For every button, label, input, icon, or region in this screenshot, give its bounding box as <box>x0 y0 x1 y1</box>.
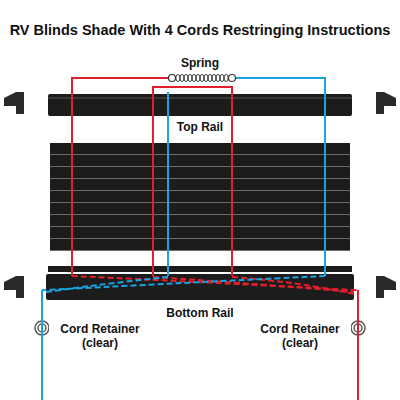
part-label: Bottom Rail <box>163 306 236 320</box>
part-label: Cord Retainer (clear) <box>249 322 351 351</box>
pleated-fabric <box>50 143 350 251</box>
page-title: RV Blinds Shade With 4 Cords Restringing… <box>10 22 391 39</box>
cords <box>42 78 358 400</box>
part-label: Spring <box>178 56 222 70</box>
spring-winding <box>224 75 228 82</box>
bottom-pleat <box>48 266 352 272</box>
part-label: Cord Retainer (clear) <box>49 322 151 351</box>
top-rail <box>48 94 352 116</box>
mounting-bracket <box>4 92 396 298</box>
spring-coil <box>169 75 236 82</box>
part-label: Top Rail <box>174 120 226 134</box>
